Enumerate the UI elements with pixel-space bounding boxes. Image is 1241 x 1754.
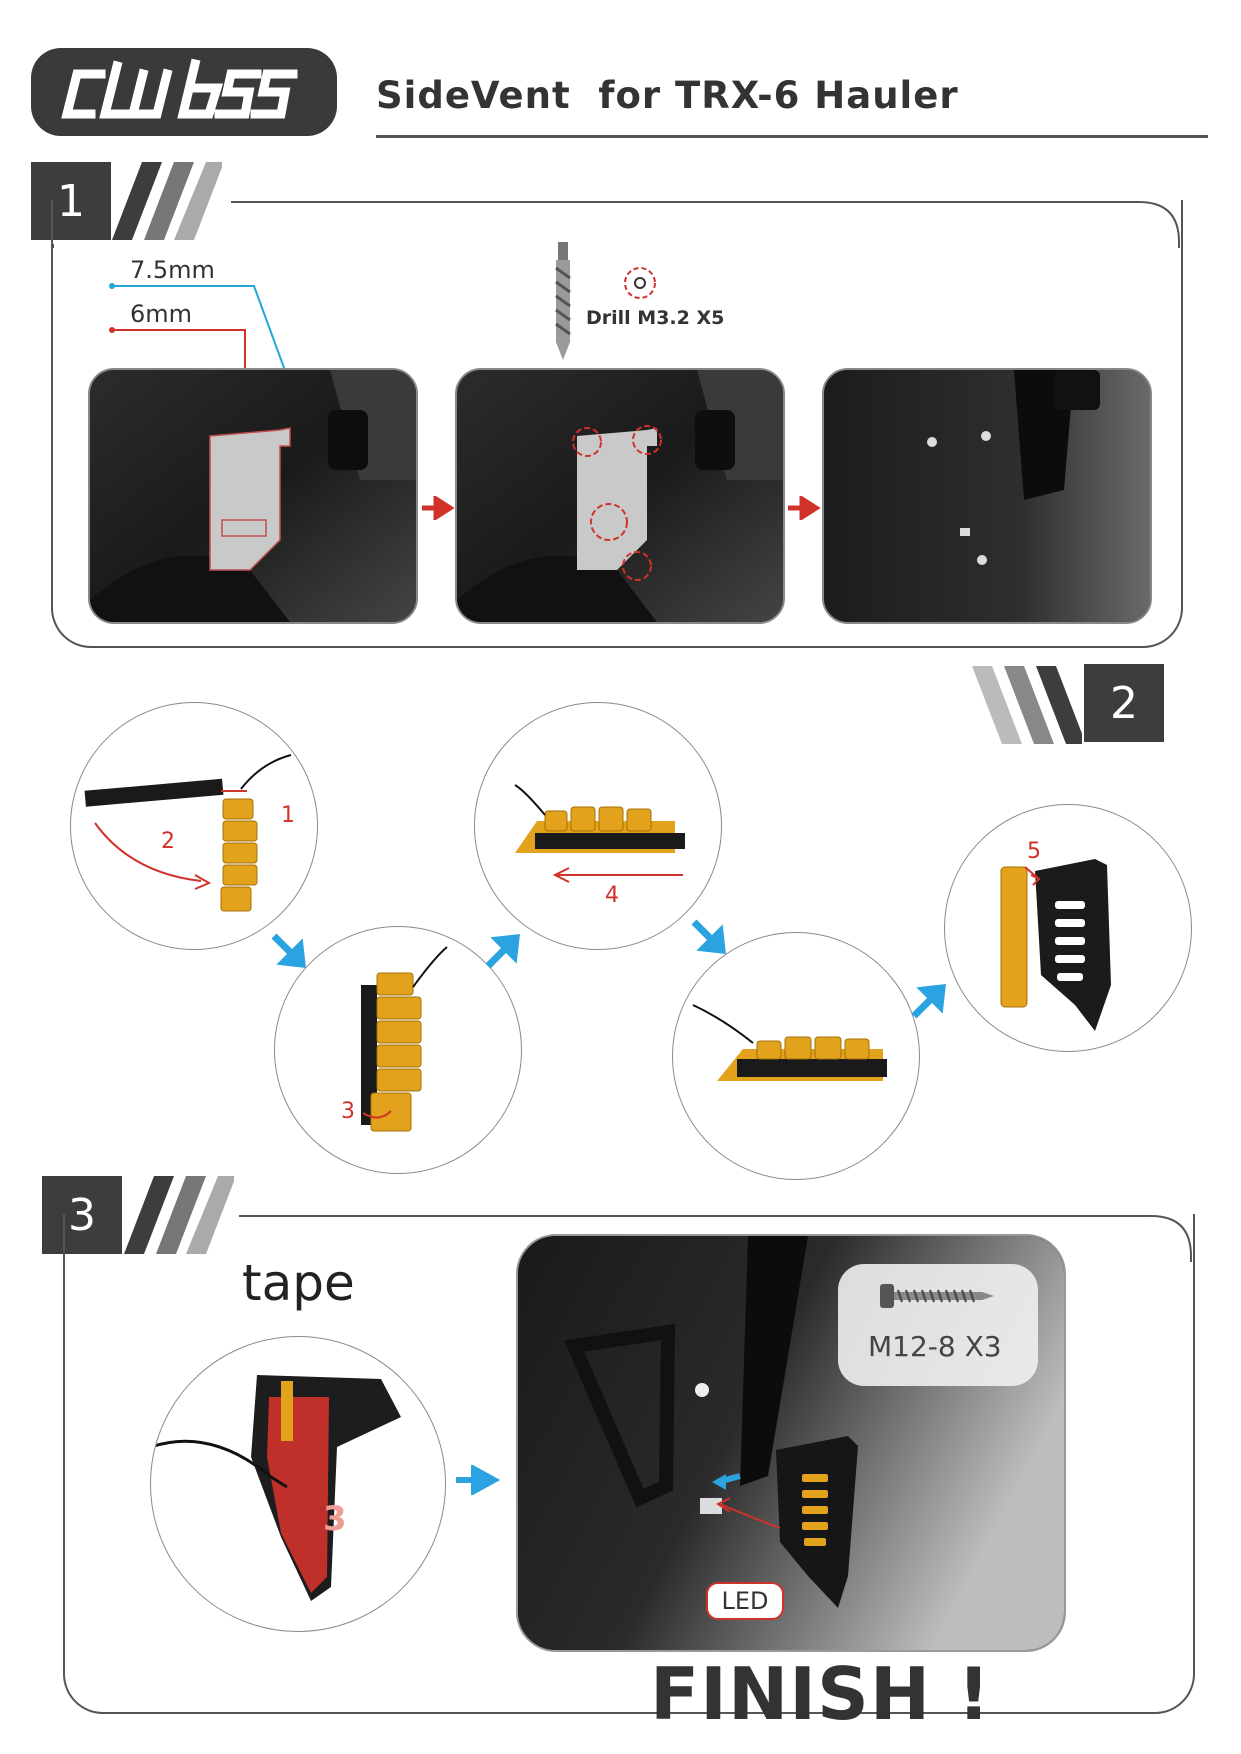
step-2-label-1: 1 — [281, 803, 295, 828]
drill-hole-icon — [622, 265, 658, 301]
page-title: SideVent for TRX-6 Hauler — [376, 74, 959, 117]
step-2-circle-a: 1 2 — [70, 702, 318, 950]
tape-label: tape — [242, 1254, 355, 1312]
tape-mark-label: 3 — [323, 1499, 347, 1539]
step-2-label-3: 3 — [341, 1099, 355, 1124]
arrow-right-icon — [420, 496, 456, 520]
arrow-right-icon — [786, 496, 822, 520]
step-3-tape-circle: 3 — [150, 1336, 446, 1632]
step-2-number: 2 — [1084, 664, 1164, 742]
step-3-final-photo: M12-8 X3 LED — [516, 1234, 1066, 1652]
step-1-panel-top — [51, 198, 1181, 248]
screw-spec-label: M12-8 X3 — [868, 1330, 1002, 1363]
blue-arrow-icon — [908, 978, 952, 1022]
finish-label: FINISH ! — [650, 1652, 991, 1736]
step-2-label-5: 5 — [1027, 839, 1041, 864]
blue-arrow-icon — [454, 1465, 502, 1495]
screw-callout: M12-8 X3 — [838, 1264, 1038, 1386]
step-1-photo-holes — [822, 368, 1152, 624]
step-2-circle-d — [672, 932, 920, 1180]
drill-spec-label: Drill M3.2 X5 — [586, 307, 724, 329]
blue-arrow-icon — [482, 928, 526, 972]
drill-bit-icon — [548, 242, 578, 362]
screw-icon — [878, 1280, 998, 1312]
clubs-logo: clubs — [31, 48, 337, 136]
title-divider — [376, 135, 1208, 138]
step-1-photo-template — [88, 368, 418, 624]
step-2-stripes — [972, 664, 1082, 746]
step-2-circle-c: 4 — [474, 702, 722, 950]
step-2-label-4: 4 — [605, 883, 619, 908]
led-badge: LED — [706, 1582, 784, 1620]
step-2-label-2: 2 — [161, 829, 175, 854]
step-2-circle-e: 5 — [944, 804, 1192, 1052]
step-1-photo-drill — [455, 368, 785, 624]
